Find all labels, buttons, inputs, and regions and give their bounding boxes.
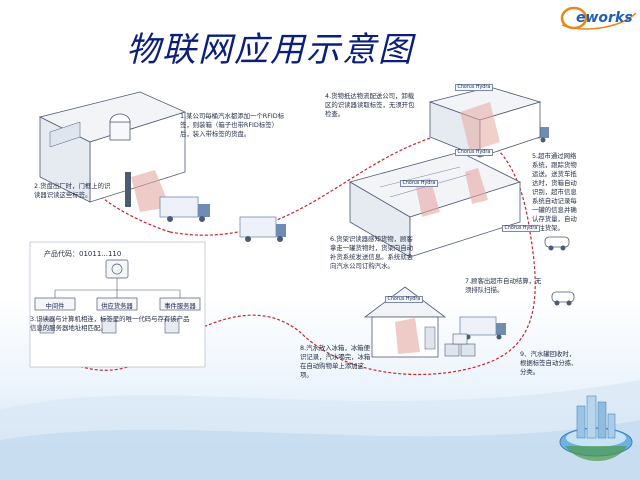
rfid-tag-2: Chorus Hydra xyxy=(455,149,493,156)
step-4: 4.货物抵达物流配送公司，卸载区的识读器读取标签，无须开包检查。 xyxy=(325,92,415,119)
server-box-3: 事件服务器 xyxy=(160,301,200,310)
step-7: 7.顾客出超市自动结算，无须排队扫描。 xyxy=(465,277,545,295)
iot-diagram: 1.某公司每桶汽水都添加一个RFID标签，则装箱（箱子也带RFID标签）后，装入… xyxy=(20,82,576,382)
step-8: 8.汽水放入冰箱，冰箱便识记录，汽水喝完，冰箱在自动购物单上添加这项。 xyxy=(300,344,372,380)
step-3: 3.识读器与计算机相连，标签里的唯一代码与存有该产品信息的服务器地址相匹配。 xyxy=(30,315,190,333)
page-title: 物联网应用示意图 xyxy=(126,22,414,71)
distribution-center xyxy=(430,87,540,157)
rfid-tag-5: Chorus Hydra xyxy=(385,296,423,303)
step-5: 5.超市通过网络系统，跟踪货物运送。送货车抵达时，货箱自动识别，超市信息系统自动… xyxy=(532,152,578,233)
rfid-tag-3: Chorus Hydra xyxy=(400,180,438,187)
rfid-tag-4: Chorus Hydra xyxy=(502,225,540,232)
recycle-bins xyxy=(445,334,475,356)
step-6: 6.货架识读器感知货物，顾客拿走一罐货物时，货架向自动补货系统发送信息。系统就会… xyxy=(330,235,415,271)
car-1 xyxy=(545,237,569,251)
step-1: 1.某公司每桶汽水都添加一个RFID标签，则装箱（箱子也带RFID标签）后，装入… xyxy=(180,112,290,139)
truck-1 xyxy=(160,197,210,222)
diagram-drawing xyxy=(20,82,576,382)
rfid-tag-1: Chorus Hydra xyxy=(455,84,493,91)
step-2: 2.货盘出厂时，门框上的识读器识读这些标签。 xyxy=(34,182,114,200)
globe-city-icon xyxy=(555,372,637,472)
truck-2 xyxy=(240,217,286,242)
car-2 xyxy=(552,292,574,306)
server-box-2: 供应货务器 xyxy=(97,301,137,310)
server-box-1: 中间件 xyxy=(35,301,75,310)
product-code-label: 产品代码：01011...110 xyxy=(44,250,164,259)
logo-text: eworks xyxy=(576,10,633,26)
